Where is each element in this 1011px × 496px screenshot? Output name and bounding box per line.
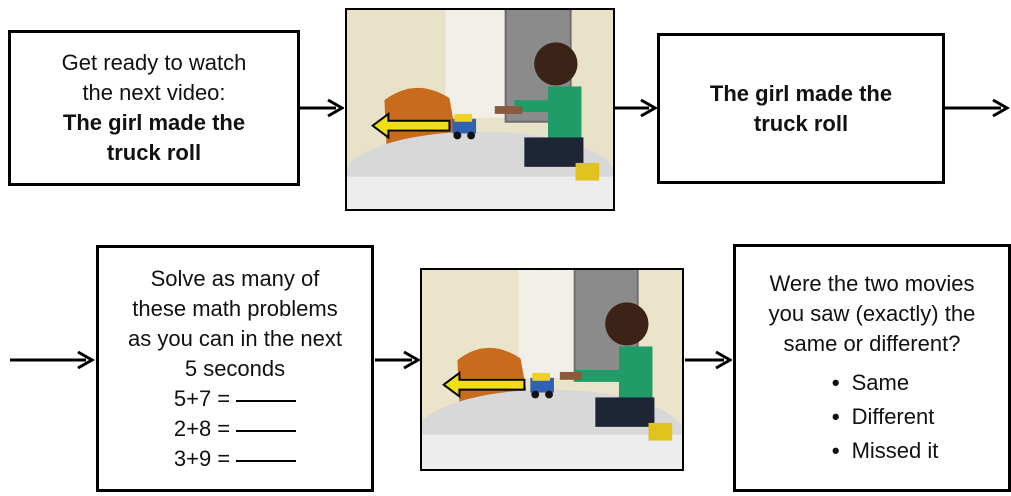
- arrow-5: [375, 350, 420, 370]
- math-task-box: Solve as many of these math problems as …: [96, 245, 374, 492]
- math-instruction-line-3: as you can in the next: [127, 325, 343, 351]
- arrow-6: [685, 350, 732, 370]
- answer-blank-2[interactable]: [236, 429, 297, 432]
- video-scene-2: [422, 270, 682, 469]
- math-problem-1: 5+7 =: [173, 384, 297, 414]
- math-instruction-line-1: Solve as many of: [150, 265, 320, 291]
- question-line-1: Were the two movies: [769, 271, 975, 296]
- video-title-2-line-1: The girl made the: [709, 80, 893, 106]
- option-different[interactable]: Different: [851, 404, 935, 429]
- math-problem-3-text: 3+9 =: [173, 445, 231, 471]
- arrow-2: [615, 98, 657, 118]
- math-problem-3: 3+9 =: [173, 444, 297, 474]
- instruction-line-2: the next video:: [82, 80, 226, 105]
- instruction-line-1: Get ready to watch: [61, 50, 247, 75]
- video-frame-1: [345, 8, 615, 211]
- math-problem-1-text: 5+7 =: [173, 385, 231, 411]
- math-problem-2-text: 2+8 =: [173, 415, 231, 441]
- answer-blank-1[interactable]: [236, 399, 297, 402]
- arrow-4: [10, 350, 96, 370]
- video-title-line-2: truck roll: [106, 140, 202, 165]
- bullet-icon: •: [831, 370, 840, 395]
- question-line-3: same or different?: [783, 331, 961, 356]
- math-problem-2: 2+8 =: [173, 414, 297, 444]
- comparison-question-box: Were the two movies you saw (exactly) th…: [733, 244, 1011, 492]
- bullet-icon: •: [831, 404, 840, 429]
- math-instruction-line-4: 5 seconds: [184, 355, 286, 381]
- video-title-box: The girl made the truck roll: [657, 33, 945, 184]
- arrow-1: [300, 98, 344, 118]
- video-title-line-1: The girl made the: [62, 110, 246, 135]
- option-missed-it[interactable]: Missed it: [851, 438, 939, 463]
- video-frame-2: [420, 268, 684, 471]
- bullet-icon: •: [831, 438, 840, 463]
- video-scene-1: [347, 10, 613, 209]
- option-same[interactable]: Same: [851, 370, 910, 395]
- answer-blank-3[interactable]: [236, 459, 297, 462]
- answer-options: • Same • Different • Missed it: [806, 367, 939, 467]
- question-line-2: you saw (exactly) the: [768, 301, 976, 326]
- math-instruction-line-2: these math problems: [132, 295, 338, 321]
- video-title-2-line-2: truck roll: [753, 110, 849, 136]
- arrow-3: [945, 98, 1011, 118]
- instruction-box: Get ready to watch the next video: The g…: [8, 30, 300, 186]
